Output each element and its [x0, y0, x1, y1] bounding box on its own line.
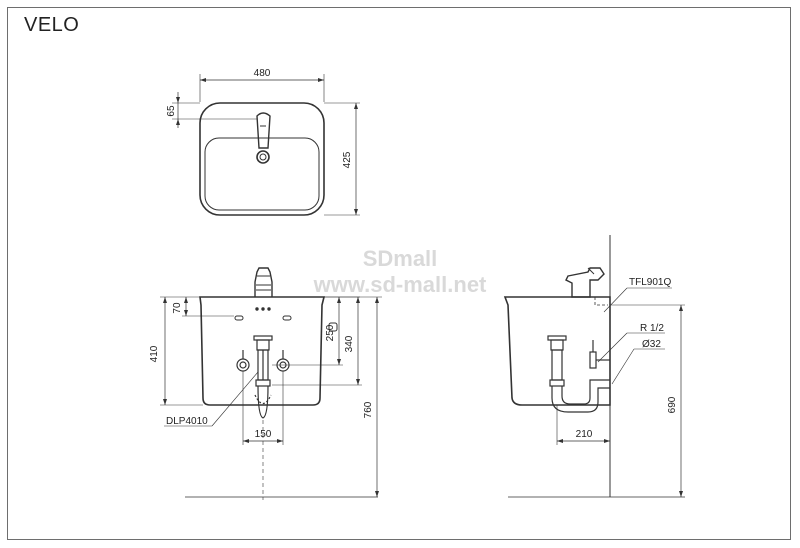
faucet-front [254, 267, 273, 297]
basin-outline-top [199, 102, 325, 216]
dim-410: 410 [149, 345, 160, 362]
basin-body-side [503, 296, 611, 406]
dim-210: 210 [576, 429, 593, 440]
front-view: 70 410 250 340 760 150 DLP4010 [149, 267, 382, 500]
faucet-top [256, 112, 271, 149]
supply-valve-side [589, 340, 610, 369]
product-title: VELO [24, 14, 80, 36]
basin-body-front [199, 296, 326, 406]
drain-assembly-front [253, 335, 273, 419]
drain-top [256, 150, 270, 164]
top-view: 480 65 425 [166, 68, 360, 216]
drain-label: DLP4010 [166, 416, 208, 427]
dim-70: 70 [172, 302, 183, 314]
side-view: 210 690 TFL901Q R 1/2 Ø32 [503, 235, 685, 498]
pipe-leader [611, 348, 635, 385]
thread-leader [597, 332, 628, 363]
dim-150: 150 [255, 429, 272, 440]
dim-690: 690 [667, 396, 678, 413]
dim-65: 65 [166, 105, 177, 117]
watermark-line2: www.sd-mall.net [313, 272, 487, 297]
basin-bowl-top [204, 137, 320, 211]
watermark-line1: SDmall [363, 246, 438, 271]
dim-340: 340 [344, 335, 355, 352]
faucet-side [565, 267, 605, 298]
drain-leader [211, 371, 259, 427]
thread-label: R 1/2 [640, 323, 664, 334]
faucet-label: TFL901Q [629, 277, 671, 288]
dim-250: 250 [325, 324, 336, 341]
faucet-leader [603, 287, 628, 313]
drain-assembly-side [547, 335, 610, 413]
dim-480: 480 [254, 68, 271, 79]
dim-760: 760 [363, 401, 374, 418]
pipe-dia-label: Ø32 [642, 339, 661, 350]
drawing-frame [7, 7, 791, 540]
dim-425: 425 [342, 151, 353, 168]
